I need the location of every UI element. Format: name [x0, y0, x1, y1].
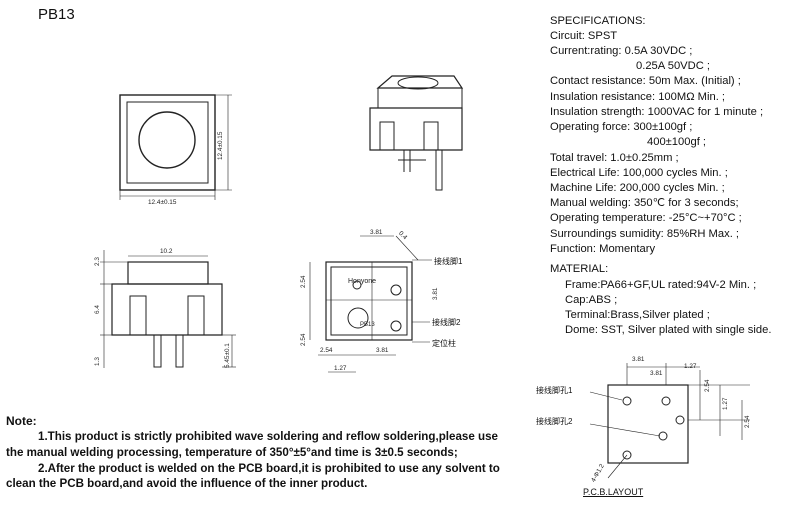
note-line: 2.After the product is welded on the PCB… — [38, 462, 500, 475]
dim-pcb-381-b: 3.81 — [650, 370, 663, 377]
dim-bottom-381-top: 3.81 — [370, 229, 383, 236]
spec-line: Insulation resistance: 100MΩ Min. ; — [550, 91, 726, 103]
pin1-label: 接线脚1 — [434, 257, 463, 266]
spec-line: Manual welding: 350℃ for 3 seconds; — [550, 197, 739, 209]
note-line: 1.This product is strictly prohibited wa… — [38, 430, 498, 443]
isometric-view — [369, 75, 464, 191]
bottom-view — [309, 235, 432, 373]
dim-side-mid: 6.4 — [94, 305, 101, 314]
pcb-layout-title: P.C.B.LAYOUT — [583, 487, 644, 497]
pin2-label: 接线脚2 — [432, 318, 461, 327]
material-line: Dome: SST, Silver plated with single sid… — [565, 324, 772, 336]
spec-heading: SPECIFICATIONS: — [550, 15, 646, 27]
part-label: PB13 — [360, 322, 375, 328]
dim-pcb-127-top: 1.27 — [684, 363, 697, 370]
dim-side-width: 10.2 — [160, 248, 173, 255]
dim-pcb-254-r2: 2.54 — [744, 415, 751, 428]
spec-line: Operating force: 300±100gf ; — [550, 121, 693, 133]
dim-bottom-254-left: 2.54 — [300, 275, 307, 288]
material-line: Cap:ABS ; — [565, 294, 618, 306]
note-heading: Note: — [6, 414, 37, 428]
model-title: PB13 — [38, 6, 75, 23]
dim-pcb-254-r1: 2.54 — [704, 379, 711, 392]
dim-bottom-381-bottom: 3.81 — [376, 347, 389, 354]
spec-line: Total travel: 1.0±0.25mm ; — [550, 152, 679, 164]
material-line: Terminal:Brass,Silver plated ; — [565, 309, 710, 321]
note-line: clean the PCB board,and avoid the influe… — [6, 477, 368, 490]
spec-line: Operating temperature: -25°C~+70°C ; — [550, 212, 742, 224]
spec-line: Circuit: SPST — [550, 30, 618, 42]
spec-line: Electrical Life: 100,000 cycles Min. ; — [550, 167, 728, 179]
spec-line: Insulation strength: 1000VAC for 1 minut… — [550, 106, 764, 118]
spec-line: Current:rating: 0.5A 30VDC ; — [550, 45, 693, 57]
spec-line: Machine Life: 200,000 cycles Min. ; — [550, 182, 725, 194]
dim-bottom-254-bottom: 2.54 — [320, 347, 333, 354]
pcb-hole1-label: 接线脚孔1 — [536, 386, 573, 395]
material-heading: MATERIAL: — [550, 263, 609, 275]
dim-pcb-381-a: 3.81 — [632, 356, 645, 363]
dim-pcb-127-r: 1.27 — [722, 397, 729, 410]
pcb-layout-view — [589, 363, 750, 479]
spec-line: Surroundings sumidity: 85%RH Max. ; — [550, 228, 740, 240]
brand-label: Honyone — [348, 278, 377, 285]
dim-side-pin: 5.45±0.1 — [224, 343, 231, 368]
dim-bottom-254-left2: 2.54 — [300, 333, 307, 346]
dim-bottom-127: 1.27 — [334, 365, 347, 372]
spec-line: Contact resistance: 50m Max. (Initial) ; — [550, 75, 741, 87]
dim-side-bottom: 1.3 — [94, 357, 101, 366]
pcb-hole2-label: 接线脚孔2 — [536, 417, 573, 426]
dim-top-width: 12.4±0.15 — [148, 199, 177, 206]
side-view — [100, 250, 236, 368]
material-line: Frame:PA66+GF,UL rated:94V-2 Min. ; — [565, 279, 757, 291]
note-line: the manual welding processing, temperatu… — [6, 446, 458, 459]
spec-line: 400±100gf ; — [647, 136, 707, 148]
post-label: 定位柱 — [432, 339, 456, 348]
dim-side-top: 2.3 — [94, 257, 101, 266]
spec-line: Function: Momentary — [550, 243, 656, 255]
dim-bottom-381-right: 3.81 — [432, 287, 439, 300]
top-view — [119, 94, 232, 200]
dim-top-height: 12.4±0.15 — [217, 131, 224, 160]
spec-line: 0.25A 50VDC ; — [636, 60, 711, 72]
